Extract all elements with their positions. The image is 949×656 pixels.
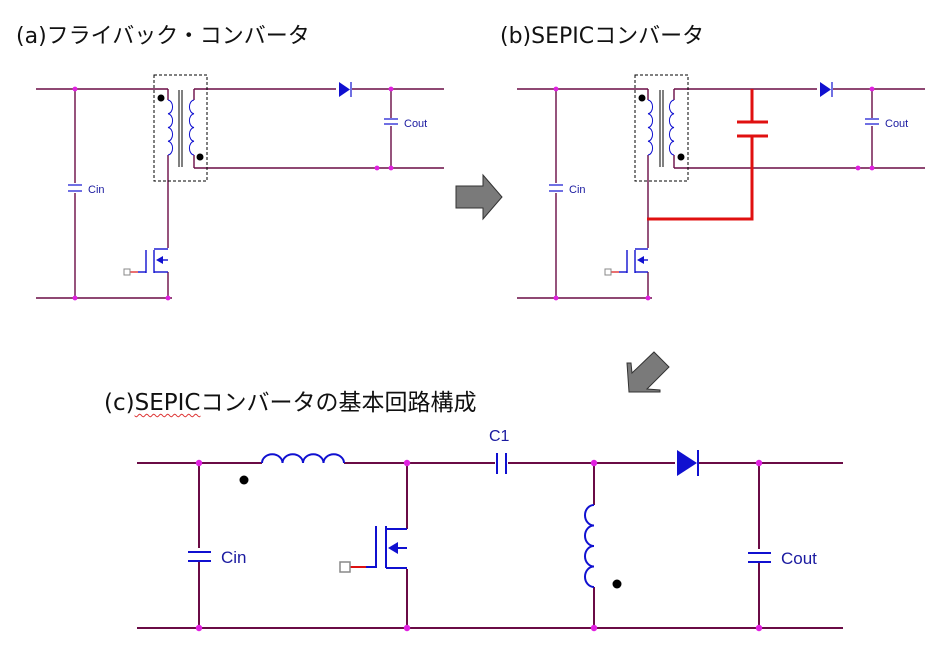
nodes-a [72, 86, 394, 301]
diode-icon [339, 82, 350, 97]
cin-capacitor-icon [188, 551, 211, 562]
nodes-b [553, 86, 875, 301]
title-flyback: (a)フライバック・コンバータ [16, 24, 310, 49]
polarity-dot [196, 153, 204, 161]
transformer-core-box [634, 74, 689, 182]
label-cin-b: Cin [569, 184, 586, 196]
transformer-core-box [153, 74, 208, 182]
secondary-winding-icon [668, 99, 675, 156]
gate-terminal [604, 268, 612, 276]
inductor-l2-icon [584, 504, 595, 588]
arrow-down-left-icon [626, 351, 670, 393]
primary-winding-icon [647, 99, 654, 156]
label-cout-c: Cout [781, 549, 817, 568]
nodes-c [195, 459, 763, 632]
label-cin-a: Cin [88, 184, 105, 196]
label-cin-c: Cin [221, 548, 247, 567]
polarity-dot [638, 94, 646, 102]
mosfet-arrow [156, 256, 163, 264]
c1-capacitor-icon [496, 453, 507, 474]
gate-terminal [339, 561, 351, 573]
title-sepic-basic: (c)SEPICコンバータの基本回路構成 [104, 383, 476, 417]
diode-icon [820, 82, 831, 97]
cout-capacitor-icon [384, 118, 398, 125]
wires-b [517, 88, 925, 299]
added-coupling-capacitor [647, 89, 768, 221]
polarity-dot [677, 153, 685, 161]
title-c-prefix: (c) [104, 390, 135, 416]
mosfet-icon [366, 526, 407, 569]
circuit-sepic-basic: C1 Cin Cout [137, 428, 843, 632]
wires-c [137, 462, 843, 629]
gate-terminal [123, 268, 131, 276]
inductor-l1-icon [261, 453, 345, 464]
secondary-winding-icon [188, 99, 195, 156]
polarity-dot [157, 94, 165, 102]
cin-capacitor-icon [549, 184, 563, 192]
label-cout-a: Cout [404, 118, 427, 130]
cout-capacitor-icon [748, 552, 771, 563]
mosfet-icon [619, 248, 648, 273]
polarity-dot [612, 579, 622, 589]
label-c1: C1 [489, 428, 510, 445]
mosfet-icon [138, 248, 168, 273]
title-c-suffix: コンバータの基本回路構成 [200, 390, 477, 416]
title-sepic: (b)SEPICコンバータ [500, 24, 705, 49]
mosfet-arrow [388, 542, 398, 554]
wires-a [36, 88, 444, 299]
arrow-right-icon [455, 173, 503, 221]
cout-capacitor-icon [865, 118, 879, 125]
title-c-sepic: SEPIC [134, 390, 201, 416]
cin-capacitor-icon [68, 184, 82, 192]
diode-icon [677, 450, 697, 476]
circuit-flyback: Cout Cin [36, 74, 444, 301]
circuit-sepic-transformer: Cout Cin [517, 74, 925, 301]
primary-winding-icon [167, 99, 174, 156]
label-cout-b: Cout [885, 118, 908, 130]
polarity-dot [239, 475, 249, 485]
